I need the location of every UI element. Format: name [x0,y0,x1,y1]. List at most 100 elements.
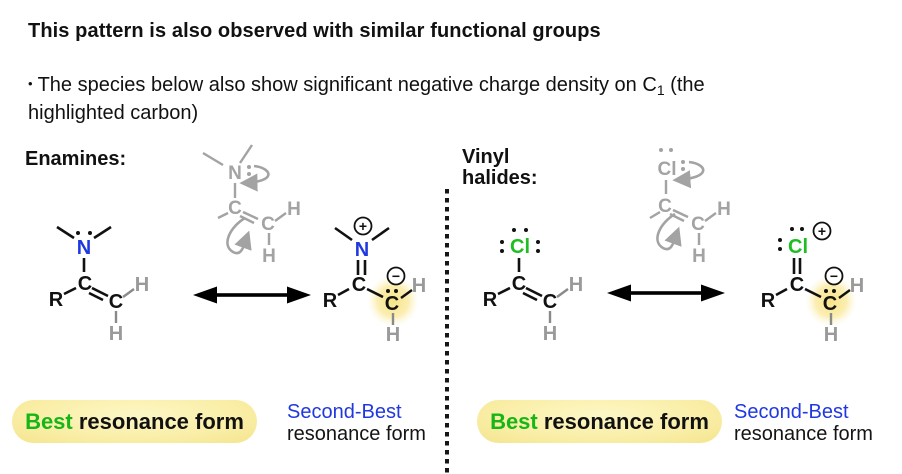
bullet-subscript: 1 [656,82,665,98]
curved-arrow-lone-pair [672,160,705,189]
best-resonance-form-badge: Best resonance form [12,400,257,443]
atom-H-label: H [692,246,706,267]
vinyl-halide-second-best-structure: + Cl C R − C H H [761,221,864,346]
arrowhead-right [701,284,725,302]
second-best-line1: Second-Best [287,401,402,423]
vinyl-halide-arrow-pushing-structure: Cl C C H H [649,148,731,267]
lone-pair-dot [500,240,504,244]
arrow-shaft [628,291,704,295]
bond-C-H [122,288,135,298]
lone-pair-dot [800,227,804,231]
second-best-label: Second-Best resonance form [734,401,873,445]
lone-pair-dot [824,289,828,293]
lone-pair-dot [778,247,782,251]
bond-methyl-right [93,225,112,240]
best-rest: resonance form [72,408,244,434]
bond-methyl-left [56,225,75,240]
double-bond-line [242,210,259,221]
bond-C-H [274,212,287,222]
resonance-arrow-icon [193,286,311,304]
enamine-arrow-pushing-structure: N C C H H [202,144,301,267]
plus-charge-icon [353,216,373,236]
lone-pair-dot [247,172,251,176]
lone-pair-dot [790,227,794,231]
minus-sign: − [392,268,400,284]
atom-H-label: H [287,199,301,220]
lone-pair-dot [386,289,390,293]
atom-R-label: R [323,290,338,312]
best-resonance-form-badge: Best resonance form [477,400,722,443]
curved-arrow-pi-bond [226,216,252,255]
lone-pair-dot [394,289,398,293]
enamine-best-structure: N C R C H H [49,225,149,345]
best-word: Best [490,408,538,434]
bond-methyl-right [239,144,253,164]
bullet-tail: (the [664,74,705,96]
minus-charge-icon [824,266,844,286]
double-bond-line [91,286,109,298]
bond-R-C [337,287,350,297]
bond-C-C [804,287,822,299]
lone-pair-dot [669,148,673,152]
bond-R-C [63,286,77,296]
atom-C-label: C [790,274,804,296]
second-best-line2: resonance form [734,423,873,445]
lone-pair-dot [681,167,685,171]
atom-Cl-label: Cl [510,236,530,258]
dotted-divider [445,189,449,474]
vinyl-halide-best-structure: Cl C R C H H [483,228,583,345]
atom-H-label: H [262,246,276,267]
bullet-line2: highlighted carbon) [28,102,199,124]
resonance-arrow-icon [607,284,725,302]
best-word: Best [25,408,73,434]
double-bond-line [522,291,538,302]
enamines-section-label: Enamines: [25,148,127,170]
atom-H-label: H [717,199,731,220]
curved-arrow-lone-pair [239,164,270,192]
bond-C-H [400,289,413,299]
arrow-shaft [214,293,290,297]
atom-N-label: N [228,163,242,184]
bullet-text: The species below also show significant … [37,74,657,96]
lone-pair-dot [88,231,92,235]
atom-C-label: C [261,214,275,235]
lone-pair-dot [778,238,782,242]
atom-C-label: C [691,214,705,235]
lone-pair-dot [659,148,663,152]
atom-H-label: H [135,274,149,296]
atom-H-label: H [386,324,400,346]
second-best-line2: resonance form [287,423,426,445]
atom-R-label: R [49,289,64,311]
atom-C-label: C [658,196,672,217]
carbanion-highlight [805,275,857,327]
plus-sign: + [818,223,826,239]
lone-pair-dot [247,165,251,169]
atom-Cl-label: Cl [658,159,677,180]
atom-N-label: N [77,237,91,259]
bond-C-H [556,288,569,298]
lone-pair-dot [524,228,528,232]
plus-sign: + [359,218,367,234]
bullet-paragraph: •The species below also show significant… [28,72,828,125]
double-bond-line [672,208,689,219]
bond-R-stub [649,210,661,220]
atom-H-label: H [569,274,583,296]
carbanion-C-label: C [385,293,399,315]
atom-H-label: H [412,275,426,297]
bond-C-H [838,289,851,299]
arrowhead-left [607,284,631,302]
arrowhead-right [287,286,311,304]
enamine-second-best-structure: + N C R − C H H [323,216,426,346]
curved-arrow-pi-bond [656,212,682,251]
bond-C-H [704,212,717,222]
atom-C-label: C [512,273,526,295]
bond-methyl-left [334,226,353,242]
second-best-label: Second-Best resonance form [287,401,426,445]
bond-methyl-right [371,226,390,242]
double-bond-line [88,291,104,302]
atom-C-label: C [109,291,123,313]
carbanion-highlight [367,275,419,327]
lone-pair-dot [536,249,540,253]
atom-Cl-label: Cl [788,236,808,258]
